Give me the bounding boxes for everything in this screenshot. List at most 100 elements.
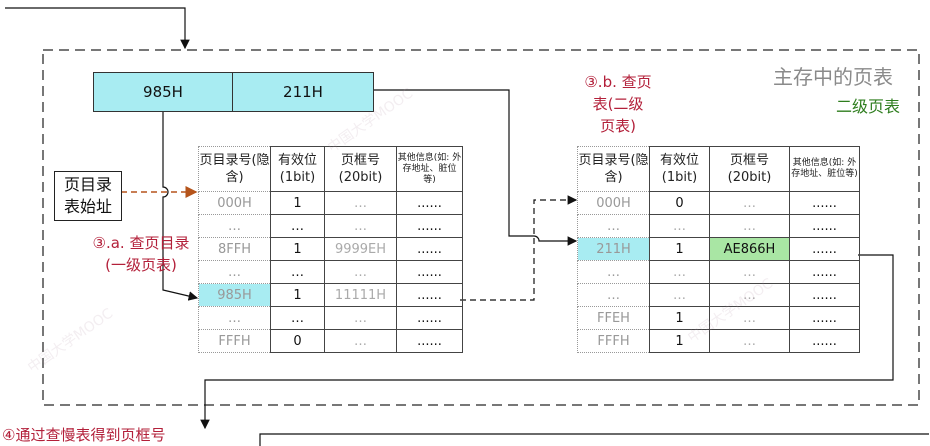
col-header-frame: 页框号(20bit) (709, 146, 790, 192)
cell-valid: … (270, 260, 325, 284)
cell-valid: 1 (649, 237, 710, 261)
cell-dir-no: FFFH (577, 329, 650, 353)
cell-other: ...... (789, 329, 860, 353)
cell-other: ...... (396, 306, 463, 330)
page-dir-base-box: 页目录 表始址 (54, 171, 122, 221)
cell-valid: … (649, 260, 710, 284)
cell-other: ...... (396, 214, 463, 238)
page-index-field: 211H (283, 83, 323, 101)
table-row: ………...... (577, 260, 860, 284)
cell-frame: … (709, 329, 790, 353)
cell-frame: … (324, 260, 397, 284)
cell-valid: … (649, 283, 710, 307)
cell-valid: 1 (270, 237, 325, 261)
step-4-label: ④通过查慢表得到页框号 (2, 426, 166, 444)
table-row: ………...... (577, 214, 860, 238)
bottom-box-outline (259, 433, 929, 446)
main-memory-boundary (42, 49, 920, 406)
cell-other: ...... (789, 214, 860, 238)
cell-dir-no: FFFH (198, 329, 271, 353)
arrow-l1-entry-to-l2-table (460, 195, 578, 301)
table-row: ………...... (198, 306, 463, 330)
cell-dir-no: 000H (198, 191, 271, 215)
cell-frame: … (709, 283, 790, 307)
cell-frame: 11111H (324, 283, 397, 307)
cell-dir-no: … (577, 283, 650, 307)
step-3a-line2: (一级页表) (105, 256, 177, 274)
cell-frame: … (324, 214, 397, 238)
col-header-frame: 页框号(20bit) (324, 146, 397, 192)
cell-valid: … (270, 306, 325, 330)
cell-valid: … (649, 214, 710, 238)
cell-other: ...... (396, 283, 463, 307)
cell-frame: … (709, 191, 790, 215)
cell-dir-no: … (198, 214, 271, 238)
table-row: ………...... (198, 214, 463, 238)
cell-dir-no: … (577, 214, 650, 238)
col-header-dir-no: 页目录号(隐含) (577, 146, 650, 192)
col-header-dir-no: 页目录号(隐含) (198, 146, 271, 192)
cell-valid: 1 (649, 306, 710, 330)
cell-valid: 0 (649, 191, 710, 215)
step-3b-label: ③.b. 查页 表(二级 页表) (570, 71, 666, 137)
step-3b-line2: 表(二级 (592, 95, 644, 113)
cell-frame: … (709, 306, 790, 330)
cell-frame: … (709, 260, 790, 284)
step-3b-line1: ③.b. 查页 (584, 73, 652, 91)
cell-frame: AE866H (709, 237, 790, 261)
cell-dir-no: 8FFH (198, 237, 271, 261)
cell-frame: … (324, 306, 397, 330)
cell-valid: 1 (270, 191, 325, 215)
cell-frame: … (324, 329, 397, 353)
cell-dir-no: 985H (198, 283, 271, 307)
cell-other: ...... (396, 260, 463, 284)
cell-valid: 1 (270, 283, 325, 307)
cell-other: ...... (396, 237, 463, 261)
base-box-line1: 页目录 (63, 175, 112, 194)
step-3a-label: ③.a. 查页目录 (一级页表) (78, 232, 204, 276)
base-box-line2: 表始址 (63, 197, 112, 216)
cell-valid: 1 (649, 329, 710, 353)
cell-dir-no: 000H (577, 191, 650, 215)
col-header-valid: 有效位(1bit) (270, 146, 325, 192)
col-header-valid: 有效位(1bit) (649, 146, 710, 192)
cell-valid: … (270, 214, 325, 238)
cell-valid: 0 (270, 329, 325, 353)
cell-other: ...... (789, 237, 860, 261)
cell-dir-no: … (198, 260, 271, 284)
cell-other: ...... (789, 283, 860, 307)
cell-dir-no: FFEH (577, 306, 650, 330)
arrow-985h-to-l1-entry (162, 111, 199, 301)
page-dir-index-field: 985H (94, 73, 233, 111)
cell-other: ...... (396, 329, 463, 353)
col-header-other: 其他信息(如: 外存地址、脏位等) (396, 146, 463, 192)
incoming-arrow (5, 7, 190, 50)
main-memory-title: 主存中的页表 (773, 65, 893, 89)
table-header-row: 页目录号(隐含) 有效位(1bit) 页框号(20bit) 其他信息(如: 外存… (198, 146, 463, 192)
cell-dir-no: 211H (577, 237, 650, 261)
l2-table-title: 二级页表 (836, 97, 901, 116)
cell-frame: … (324, 191, 397, 215)
page-directory-table: 页目录号(隐含) 有效位(1bit) 页框号(20bit) 其他信息(如: 外存… (198, 146, 463, 353)
cell-dir-no: … (577, 260, 650, 284)
cell-other: ...... (789, 306, 860, 330)
cell-other: ...... (789, 260, 860, 284)
cell-frame: 9999EH (324, 237, 397, 261)
cell-other: ...... (789, 191, 860, 215)
table-row: ………...... (577, 283, 860, 307)
page-table-l2: 页目录号(隐含) 有效位(1bit) 页框号(20bit) 其他信息(如: 外存… (577, 146, 860, 353)
table-header-row: 页目录号(隐含) 有效位(1bit) 页框号(20bit) 其他信息(如: 外存… (577, 146, 860, 192)
virtual-address-box: 985H 211H (93, 72, 374, 112)
step-3b-line3: 页表) (600, 117, 636, 135)
cell-other: ...... (396, 191, 463, 215)
step-3a-line1: ③.a. 查页目录 (92, 234, 190, 252)
col-header-other: 其他信息(如: 外存地址、脏位等) (789, 146, 860, 192)
